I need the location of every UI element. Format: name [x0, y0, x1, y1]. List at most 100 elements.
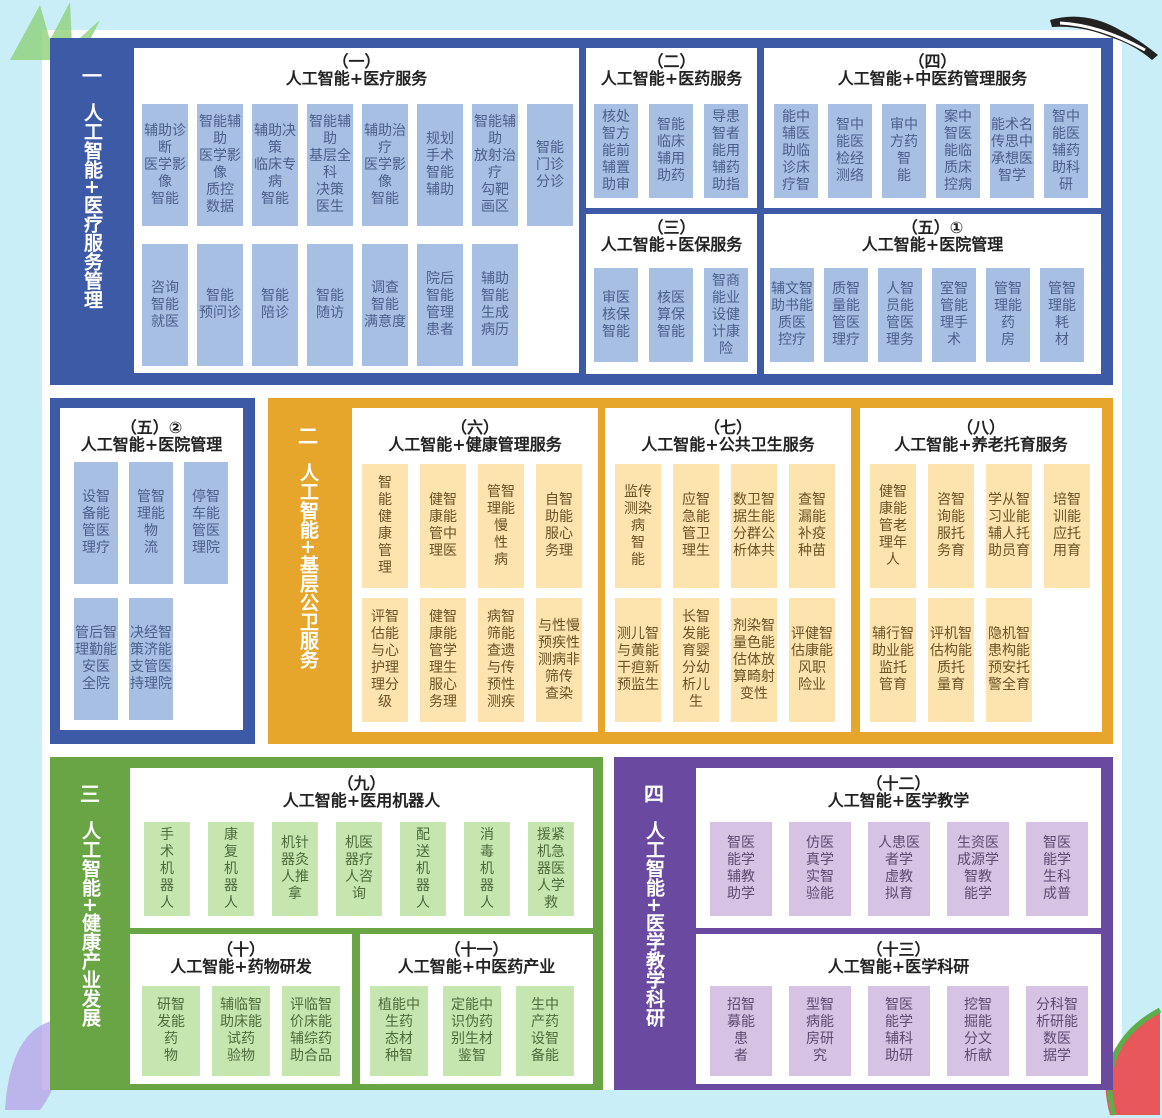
- item-text: 导患: [712, 108, 740, 125]
- item-text: 生资医: [957, 835, 999, 851]
- item-text: 助科: [1052, 159, 1080, 176]
- item-text: 随访: [316, 305, 344, 321]
- item-text: 助员育: [988, 543, 1030, 559]
- item-text: 鉴智: [458, 1048, 486, 1064]
- item-cell: 导患智者能用辅药助指: [704, 104, 748, 198]
- item-text: 验物: [227, 1048, 255, 1064]
- item-text: 能学: [964, 886, 992, 902]
- item-text: 析儿: [682, 677, 710, 693]
- item-text: 助审: [602, 176, 630, 193]
- item-text: 药: [164, 1031, 178, 1047]
- item-text: 理生: [429, 660, 457, 676]
- item-text: 警全育: [988, 677, 1030, 693]
- item-text: 承想医: [991, 151, 1033, 167]
- item-text: 机: [224, 860, 238, 877]
- item-text: 生药: [385, 1014, 413, 1030]
- item-text: 智能: [316, 288, 344, 304]
- item-cell: 辅临智助床能试药验物: [212, 986, 270, 1076]
- item-cell: 应智急能管卫理生: [673, 464, 719, 588]
- item-text: 评机智: [930, 626, 972, 642]
- item-text: 险业: [798, 677, 826, 693]
- item-text: 助业能: [872, 643, 914, 659]
- section-number: 一: [82, 64, 102, 88]
- item-text: 管卫: [682, 526, 710, 542]
- item-text: 器医: [537, 860, 565, 877]
- item-text: 训能: [1053, 509, 1081, 525]
- item-cell: 评临智价床能辅综药助合品: [282, 986, 340, 1076]
- item-text: 审中: [890, 117, 918, 133]
- item-cell: 智能临床辅用助药: [649, 104, 693, 198]
- category-label: 人工智能+医疗服务: [285, 69, 428, 88]
- item-cell: 能术名传思中承想医智学: [990, 104, 1034, 198]
- item-text: 策济能: [130, 642, 172, 658]
- item-text: 析献: [964, 1048, 992, 1064]
- item-text: 停智: [192, 489, 220, 505]
- item-cell: 智能预问诊: [197, 244, 243, 366]
- item-text: 挖智: [964, 997, 992, 1013]
- item-text: 安医: [82, 659, 110, 675]
- item-text: 慢: [494, 517, 508, 534]
- item-text: 助书能: [771, 298, 813, 314]
- item-text: 能中: [782, 108, 810, 125]
- item-text: 质智: [832, 281, 860, 297]
- item-cell: 生资医成源学智教能学: [947, 822, 1009, 916]
- item-text: 基层全科: [309, 148, 351, 181]
- item-text: 病能: [806, 1014, 834, 1030]
- item-text: 机医: [345, 835, 373, 851]
- item-text: 助床能: [220, 1014, 262, 1030]
- item-cell: 室智管能理手术: [932, 268, 976, 362]
- item-text: 调查: [371, 279, 399, 296]
- item-text: 析体共: [733, 543, 775, 559]
- item-text: 险: [719, 340, 733, 357]
- item-text: 募能: [727, 1014, 755, 1030]
- category-label: 人工智能+医药服务: [600, 69, 743, 88]
- item-text: 管理: [426, 305, 454, 321]
- item-text: 干疸新: [617, 660, 659, 676]
- item-text: 康能: [429, 509, 457, 525]
- item-text: 管学: [429, 643, 457, 659]
- item-text: 真学: [806, 852, 834, 868]
- item-text: 评临智: [290, 997, 332, 1013]
- category-number: （六）: [450, 418, 499, 437]
- item-text: 能医: [836, 134, 864, 150]
- item-text: 机急: [537, 843, 565, 860]
- item-text: 人学: [537, 877, 565, 894]
- item-text: 救: [544, 894, 558, 911]
- item-text: 估体放: [733, 651, 775, 668]
- item-text: 培智: [1053, 492, 1081, 508]
- item-text: 理勤能: [75, 642, 117, 658]
- item-text: 智: [631, 534, 645, 551]
- item-cell: 管智理能药房: [986, 268, 1030, 362]
- item-text: 质托: [937, 660, 965, 676]
- item-text: 用育: [1053, 543, 1081, 559]
- item-cell: 智能门诊分诊: [527, 104, 573, 226]
- item-text: 临床: [657, 134, 685, 150]
- item-text: 护理: [371, 660, 399, 676]
- item-text: 机: [160, 860, 174, 877]
- item-text: 放射治疗: [474, 148, 516, 181]
- category-box-b11: （十）人工智能+药物研发研智发能药物辅临智助床能试药验物评临智价床能辅综药助合品: [130, 934, 352, 1084]
- item-cell: 数卫智据生能分群公析体共: [731, 464, 777, 588]
- item-cell: 停智车能管医理院: [184, 462, 228, 584]
- item-text: 病: [494, 551, 508, 568]
- item-text: 规划: [426, 131, 454, 147]
- item-text: 查智: [798, 492, 826, 508]
- item-text: 助指: [712, 176, 740, 193]
- item-text: 助临: [782, 142, 810, 159]
- item-text: 预性: [487, 677, 515, 693]
- item-text: 康能: [879, 500, 907, 517]
- item-text: 智医: [1043, 835, 1071, 851]
- item-text: 理能: [994, 298, 1022, 314]
- item-text: 辅用: [657, 151, 685, 167]
- item-text: 辅助: [481, 271, 509, 287]
- shell-icon: [5, 1020, 60, 1110]
- category-box-b8: （七）人工智能+公共卫生服务监传测染病智能应智急能管卫理生数卫智据生能分群公析体…: [605, 408, 851, 732]
- item-text: 辅临智: [220, 997, 262, 1013]
- item-text: 态材: [385, 1031, 413, 1047]
- item-text: 服托: [937, 526, 965, 542]
- item-text: 核医: [657, 289, 685, 306]
- item-text: 筛传: [545, 668, 573, 685]
- item-text: 算保: [657, 306, 685, 323]
- item-text: 理疗: [82, 540, 110, 556]
- item-text: 门诊: [536, 156, 564, 173]
